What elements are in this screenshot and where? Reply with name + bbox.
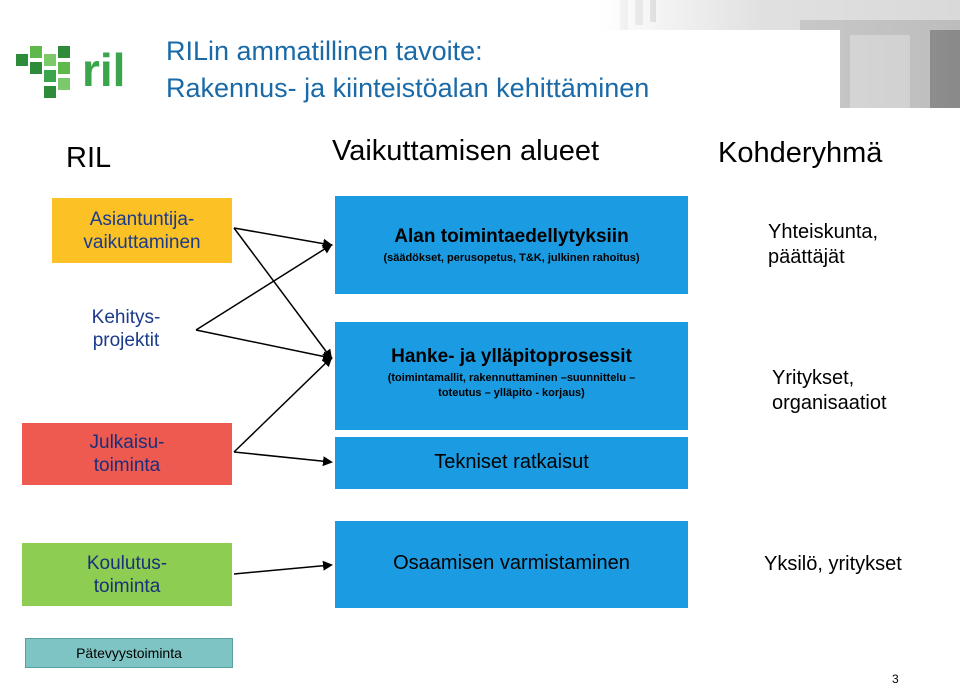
item-asiantuntijavaikuttaminen: Asiantuntija-vaikuttaminen (52, 198, 232, 263)
item-label-line1: Koulutus- (87, 552, 167, 575)
target-yhteiskunta: Yhteiskunta, päättäjät (768, 220, 878, 270)
item-patevyystoiminta: Pätevyystoiminta (25, 638, 233, 668)
item-label-line2: projektit (92, 329, 161, 352)
target-line1: Yritykset, (772, 366, 887, 391)
area-hanke-prosessit: Hanke- ja ylläpitoprosessit (toimintamal… (335, 322, 688, 430)
item-label-line1: Asiantuntija- (83, 208, 200, 231)
item-label-line2: vaikuttaminen (83, 231, 200, 254)
arrow-1 (234, 228, 331, 245)
area-osaamisen-varmistaminen: Osaamisen varmistaminen (335, 521, 688, 608)
target-line1: Yhteiskunta, (768, 220, 878, 245)
target-yritykset: Yritykset, organisaatiot (772, 366, 887, 416)
page-title-line2: Rakennus- ja kiinteistöalan kehittäminen (166, 73, 649, 104)
target-line2: organisaatiot (772, 391, 887, 416)
arrow-7 (234, 565, 331, 574)
building-image (600, 0, 960, 108)
area-title: Tekniset ratkaisut (335, 451, 688, 474)
area-title: Hanke- ja ylläpitoprosessit (335, 346, 688, 368)
svg-text:ril: ril (82, 44, 125, 96)
area-subtitle: (säädökset, perusopetus, T&K, julkinen r… (335, 252, 688, 264)
column-header-ril: RIL (66, 142, 111, 175)
item-kehitysprojektit: Kehitys-projektit (60, 298, 192, 360)
target-line1: Yksilö, yritykset (764, 552, 902, 577)
arrow-4 (196, 330, 331, 358)
column-header-areas: Vaikuttamisen alueet (332, 135, 599, 168)
logo-cubes-icon: ril (14, 36, 154, 108)
item-label-line2: toiminta (87, 575, 167, 598)
page-title-line1: RILin ammatillinen tavoite: (166, 36, 483, 67)
area-tekniset-ratkaisut: Tekniset ratkaisut (335, 437, 688, 489)
area-subtitle-line2: toteutus – ylläpito - korjaus) (335, 387, 688, 399)
area-subtitle-line1: (toimintamallit, rakennuttaminen –suunni… (335, 372, 688, 384)
area-title: Osaamisen varmistaminen (335, 552, 688, 575)
item-julkaisutoiminta: Julkaisu-toiminta (22, 423, 232, 485)
item-label-line1: Kehitys- (92, 306, 161, 329)
area-toimintaedellytykset: Alan toimintaedellytyksiin (säädökset, p… (335, 196, 688, 294)
area-title: Alan toimintaedellytyksiin (335, 226, 688, 248)
page-number: 3 (892, 672, 899, 686)
item-label-line2: toiminta (90, 454, 165, 477)
arrow-2 (234, 228, 331, 358)
target-yksilo: Yksilö, yritykset (764, 552, 902, 577)
arrow-6 (234, 452, 331, 462)
target-line2: päättäjät (768, 245, 878, 270)
item-label-line1: Julkaisu- (90, 431, 165, 454)
item-koulutustoiminta: Koulutus-toiminta (22, 543, 232, 606)
column-header-target: Kohderyhmä (718, 137, 882, 170)
ril-logo: ril (14, 36, 154, 108)
item-label: Pätevyystoiminta (76, 642, 182, 665)
arrow-5 (234, 358, 331, 452)
